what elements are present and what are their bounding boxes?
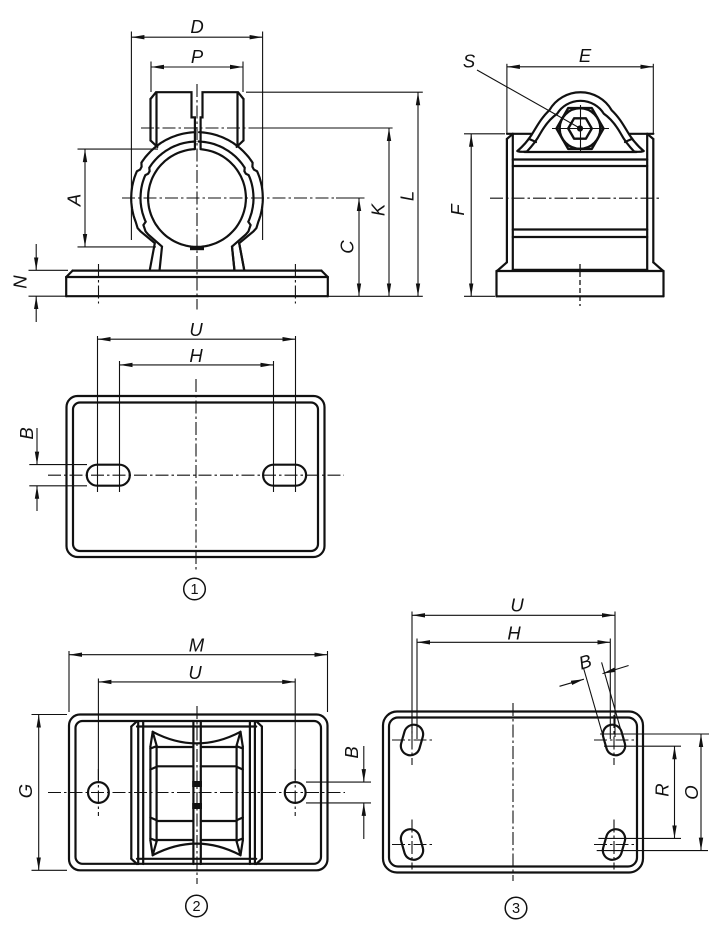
svg-text:C: C <box>337 240 358 254</box>
svg-text:S: S <box>463 51 476 72</box>
svg-text:U: U <box>189 319 203 340</box>
svg-text:N: N <box>10 275 31 289</box>
svg-text:U: U <box>188 662 202 683</box>
svg-text:E: E <box>579 45 592 66</box>
svg-text:2: 2 <box>192 899 200 915</box>
svg-text:B: B <box>16 427 37 439</box>
svg-text:G: G <box>15 784 36 798</box>
svg-text:H: H <box>189 345 203 366</box>
svg-text:M: M <box>189 635 205 656</box>
svg-text:K: K <box>368 202 389 216</box>
svg-text:1: 1 <box>190 582 198 598</box>
svg-text:U: U <box>510 595 524 616</box>
svg-text:H: H <box>507 622 521 643</box>
svg-text:B: B <box>341 746 362 758</box>
svg-text:D: D <box>190 16 203 37</box>
svg-text:B: B <box>576 650 594 674</box>
svg-text:3: 3 <box>512 901 520 917</box>
svg-text:F: F <box>447 203 468 216</box>
svg-text:O: O <box>681 785 702 799</box>
svg-text:R: R <box>652 783 673 796</box>
svg-text:A: A <box>64 194 85 207</box>
svg-text:P: P <box>191 46 204 67</box>
svg-text:L: L <box>397 191 418 201</box>
